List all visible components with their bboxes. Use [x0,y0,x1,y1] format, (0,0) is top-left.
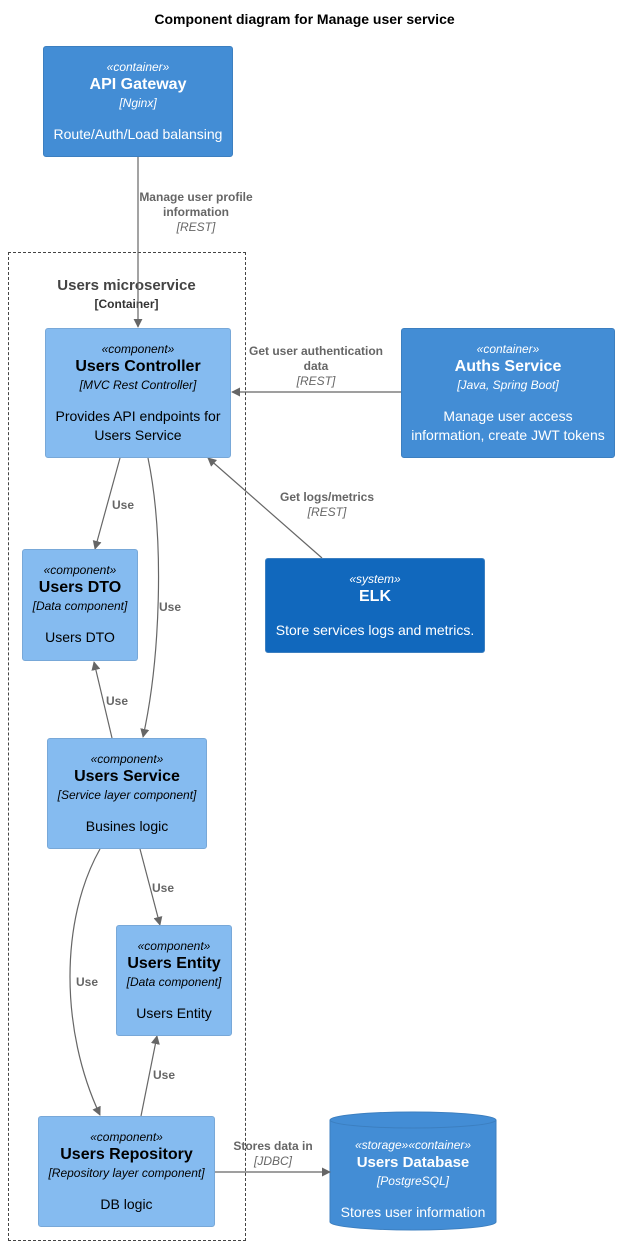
label-controller-service-text: Use [158,600,181,614]
label-repository-database-tech: [JDBC] [253,1154,292,1168]
users-dto-name: Users DTO [38,579,122,596]
label-auths-controller-text: Get user authentication data [248,344,384,373]
api-gateway-box: «container» API Gateway [Nginx] Route/Au… [43,46,233,157]
label-repository-entity-text: Use [152,1068,175,1082]
label-elk-controller-tech: [REST] [307,505,347,519]
users-repository-description: DB logic [100,1196,153,1212]
users-service-box: «component» Users Service [Service layer… [47,738,207,849]
arrow-controller-to-dto [92,457,121,550]
label-controller-service: Use [155,600,185,615]
users-microservice-boundary [8,252,246,1241]
auths-service-description: Manage user access information, create J… [411,408,605,443]
label-service-entity-text: Use [151,881,174,895]
auths-service-name: Auths Service [454,358,562,375]
label-elk-controller-text: Get logs/metrics [279,490,375,504]
label-controller-dto: Use [108,498,138,513]
users-dto-description: Users DTO [45,629,115,645]
label-repository-database: Stores data in [JDBC] [228,1139,318,1169]
users-entity-stereotype: «component» [137,939,211,953]
label-service-dto: Use [102,694,132,709]
label-service-entity: Use [148,881,178,896]
arrow-service-to-dto [91,661,113,739]
users-database-name: Users Database [356,1154,470,1171]
users-controller-box: «component» Users Controller [MVC Rest C… [45,328,231,458]
elk-description: Store services logs and metrics. [275,622,475,638]
users-dto-stereotype: «component» [43,563,117,577]
api-gateway-tech: [Nginx] [119,96,157,110]
users-database-cylinder-rim [329,1119,497,1129]
boundary-title: Users microservice [57,277,196,294]
users-repository-name: Users Repository [60,1146,193,1163]
users-entity-box: «component» Users Entity [Data component… [116,925,232,1036]
users-database-tech: [PostgreSQL] [376,1174,450,1188]
users-controller-name: Users Controller [75,358,201,375]
arrow-repository-to-entity [140,1035,160,1117]
auths-service-stereotype: «container» [476,342,540,356]
users-controller-stereotype: «component» [101,342,175,356]
api-gateway-name: API Gateway [89,76,187,93]
label-gateway-controller-tech: [REST] [176,220,216,234]
api-gateway-stereotype: «container» [106,60,170,74]
users-dto-box: «component» Users DTO [Data component] U… [22,549,138,661]
label-service-repository-text: Use [75,975,98,989]
api-gateway-description: Route/Auth/Load balansing [53,126,223,142]
label-auths-controller-tech: [REST] [296,374,336,388]
users-service-name: Users Service [74,768,180,785]
auths-service-box: «container» Auths Service [Java, Spring … [401,328,615,458]
elk-system-box: «system» ELK Store services logs and met… [265,558,485,653]
auths-service-tech: [Java, Spring Boot] [457,378,559,392]
arrow-service-to-entity [139,848,163,926]
users-service-tech: [Service layer component] [57,788,197,802]
label-repository-database-text: Stores data in [233,1139,313,1153]
label-gateway-controller: Manage user profile information [REST] [130,190,262,235]
users-repository-box: «component» Users Repository [Repository… [38,1116,215,1227]
label-service-repository: Use [72,975,102,990]
arrow-elk-to-controller [207,457,323,559]
users-entity-description: Users Entity [136,1005,212,1021]
elk-name: ELK [359,588,391,605]
users-database-stereotype: «storage»«container» [354,1138,472,1152]
users-entity-name: Users Entity [127,955,221,972]
boundary-type: [Container] [94,297,159,311]
arrow-service-to-repository [69,848,101,1116]
users-service-description: Busines logic [85,818,169,834]
users-controller-description: Provides API endpoints for Users Service [55,408,221,443]
users-repository-stereotype: «component» [90,1130,163,1144]
users-entity-tech: [Data component] [126,975,222,989]
users-database-description: Stores user information [340,1204,486,1220]
label-repository-entity: Use [149,1068,179,1083]
users-controller-tech: [MVC Rest Controller] [79,378,197,392]
label-elk-controller: Get logs/metrics [REST] [262,490,392,520]
users-database-cylinder [329,1111,497,1231]
arrow-controller-to-service [140,457,160,738]
users-repository-tech: [Repository layer component] [48,1166,205,1180]
label-auths-controller: Get user authentication data [REST] [244,344,388,389]
label-service-dto-text: Use [105,694,128,708]
diagram-title: Component diagram for Manage user servic… [154,11,455,27]
label-controller-dto-text: Use [111,498,134,512]
users-database-text: «storage»«container» Users Database [Pos… [330,1137,496,1222]
users-dto-tech: [Data component] [32,599,128,613]
users-service-stereotype: «component» [90,752,164,766]
label-gateway-controller-text: Manage user profile information [139,190,253,219]
elk-stereotype: «system» [349,572,401,586]
